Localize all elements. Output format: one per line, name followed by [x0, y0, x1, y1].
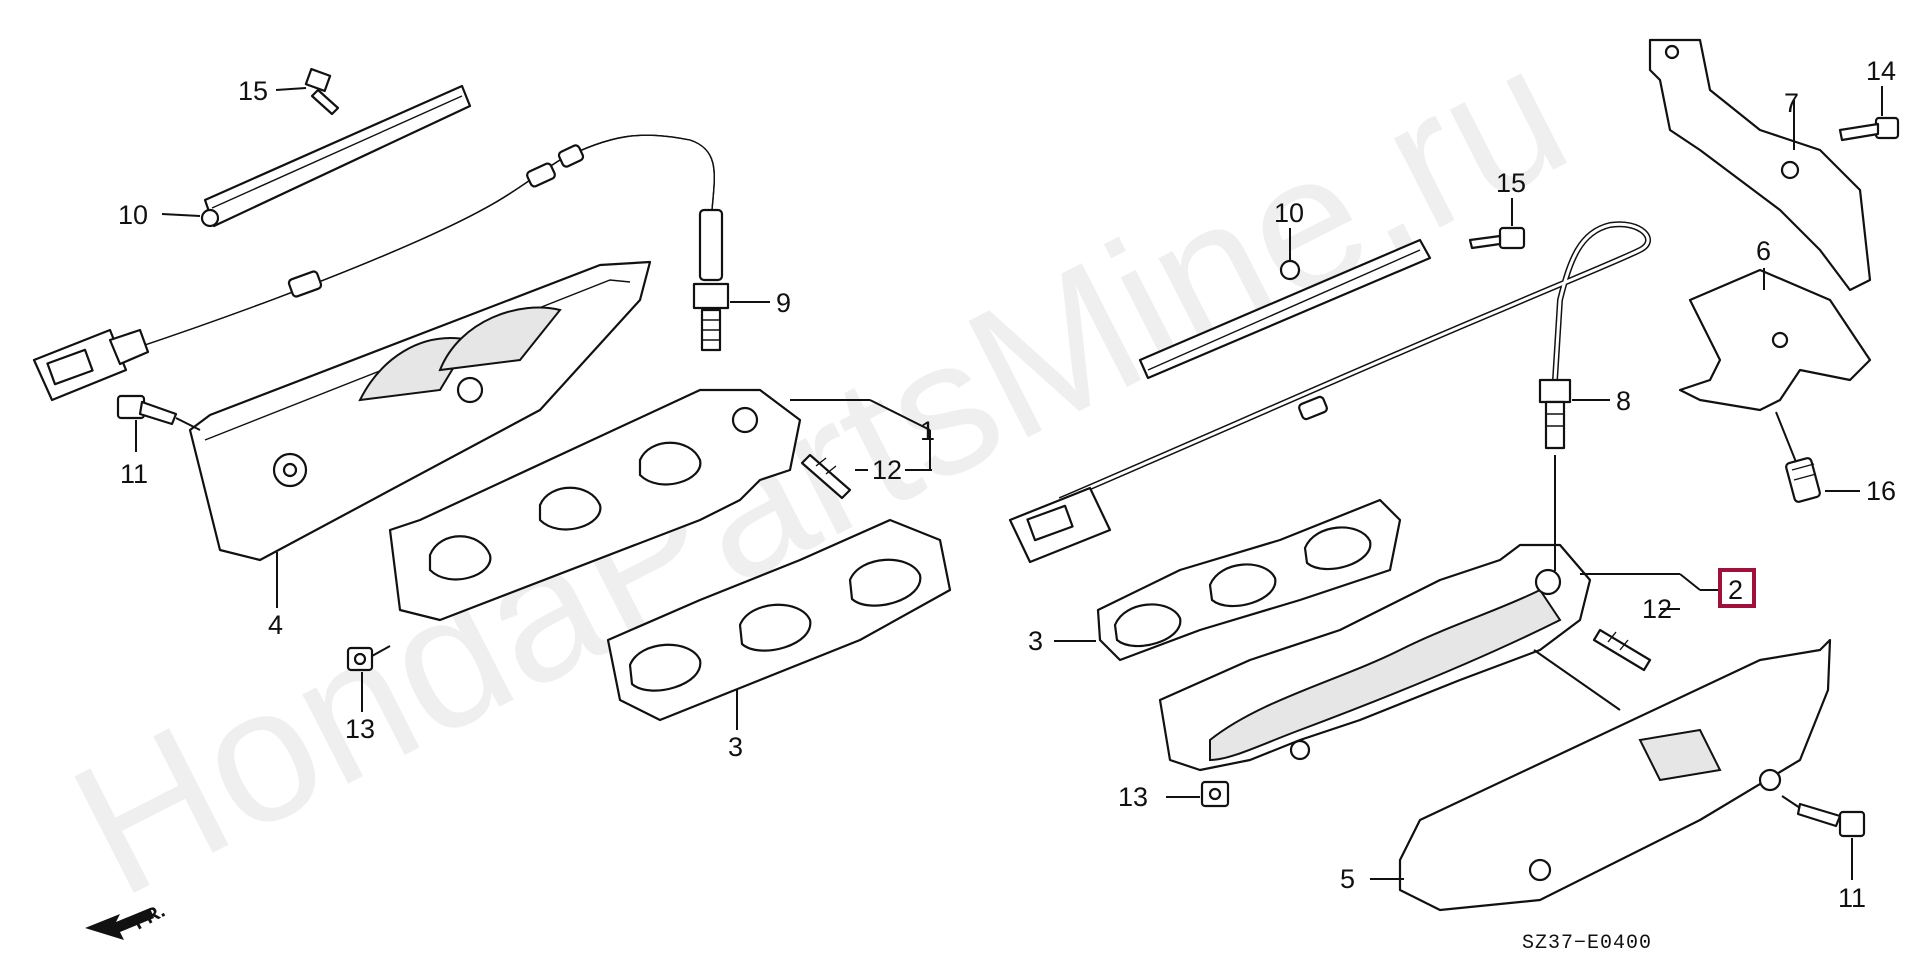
callout-left-9: 9 [776, 288, 791, 318]
callout-right-11: 11 [1838, 883, 1866, 913]
callout-left-11: 11 [120, 459, 148, 489]
callout-right-10: 10 [1274, 198, 1304, 228]
flange-bolt-15-left[interactable] [304, 67, 340, 116]
callout-left-13: 13 [345, 714, 375, 744]
bracket-6[interactable] [1678, 268, 1872, 412]
stud-bolt-12-right[interactable] [1592, 628, 1652, 672]
harness-bracket-10-left[interactable] [200, 84, 472, 228]
stud-bolt-12-left[interactable] [800, 453, 852, 500]
callout-left-15: 15 [238, 76, 268, 106]
flange-bolt-11-right[interactable] [1796, 802, 1866, 838]
callout-right-13: 13 [1118, 782, 1148, 812]
oxygen-sensor-9[interactable] [129, 134, 730, 352]
callout-left-4: 4 [268, 610, 283, 640]
nut-13-right[interactable] [1200, 780, 1230, 808]
callout-right-5: 5 [1340, 864, 1355, 894]
flange-bolt-15-right[interactable] [1468, 226, 1526, 250]
bolt-16[interactable] [1785, 457, 1821, 503]
callout-right-2-highlight[interactable]: 2 [1718, 568, 1756, 608]
callout-right-3: 3 [1028, 626, 1043, 656]
manifold-gasket-3-left[interactable] [606, 518, 952, 722]
manifold-gasket-3-right[interactable] [1096, 498, 1402, 662]
callout-right-15: 15 [1496, 168, 1526, 198]
callout-left-1: 1 [920, 416, 935, 446]
callout-right-7: 7 [1784, 88, 1799, 118]
lower-heat-shield-5[interactable] [1398, 638, 1832, 912]
highlight-box [1718, 568, 1756, 608]
callout-right-16: 16 [1866, 476, 1896, 506]
bracket-7[interactable] [1648, 38, 1872, 292]
sensor-connector-left[interactable] [32, 328, 150, 402]
callout-right-12: 12 [1642, 594, 1672, 624]
callout-right-2: 2 [1728, 575, 1743, 605]
exhaust-manifold-1-left[interactable] [388, 388, 802, 622]
callout-right-8: 8 [1616, 386, 1631, 416]
flange-bolt-11-left[interactable] [116, 394, 178, 426]
sensor-connector-right[interactable] [1008, 486, 1112, 564]
callout-left-12: 12 [872, 455, 902, 485]
callout-left-10: 10 [118, 200, 148, 230]
diagram-code: SZ37−E0400 [1522, 932, 1652, 955]
upper-heat-shield-4[interactable] [188, 260, 652, 562]
callout-right-14: 14 [1866, 56, 1896, 86]
callout-left-3: 3 [728, 732, 743, 762]
oxygen-sensor-8[interactable] [1058, 221, 1651, 503]
bolt-14[interactable] [1838, 116, 1900, 142]
nut-13-left[interactable] [346, 646, 374, 672]
exhaust-manifold-2-right[interactable] [1158, 543, 1592, 772]
callout-right-6: 6 [1756, 236, 1771, 266]
harness-bracket-10-right[interactable] [1138, 238, 1432, 380]
